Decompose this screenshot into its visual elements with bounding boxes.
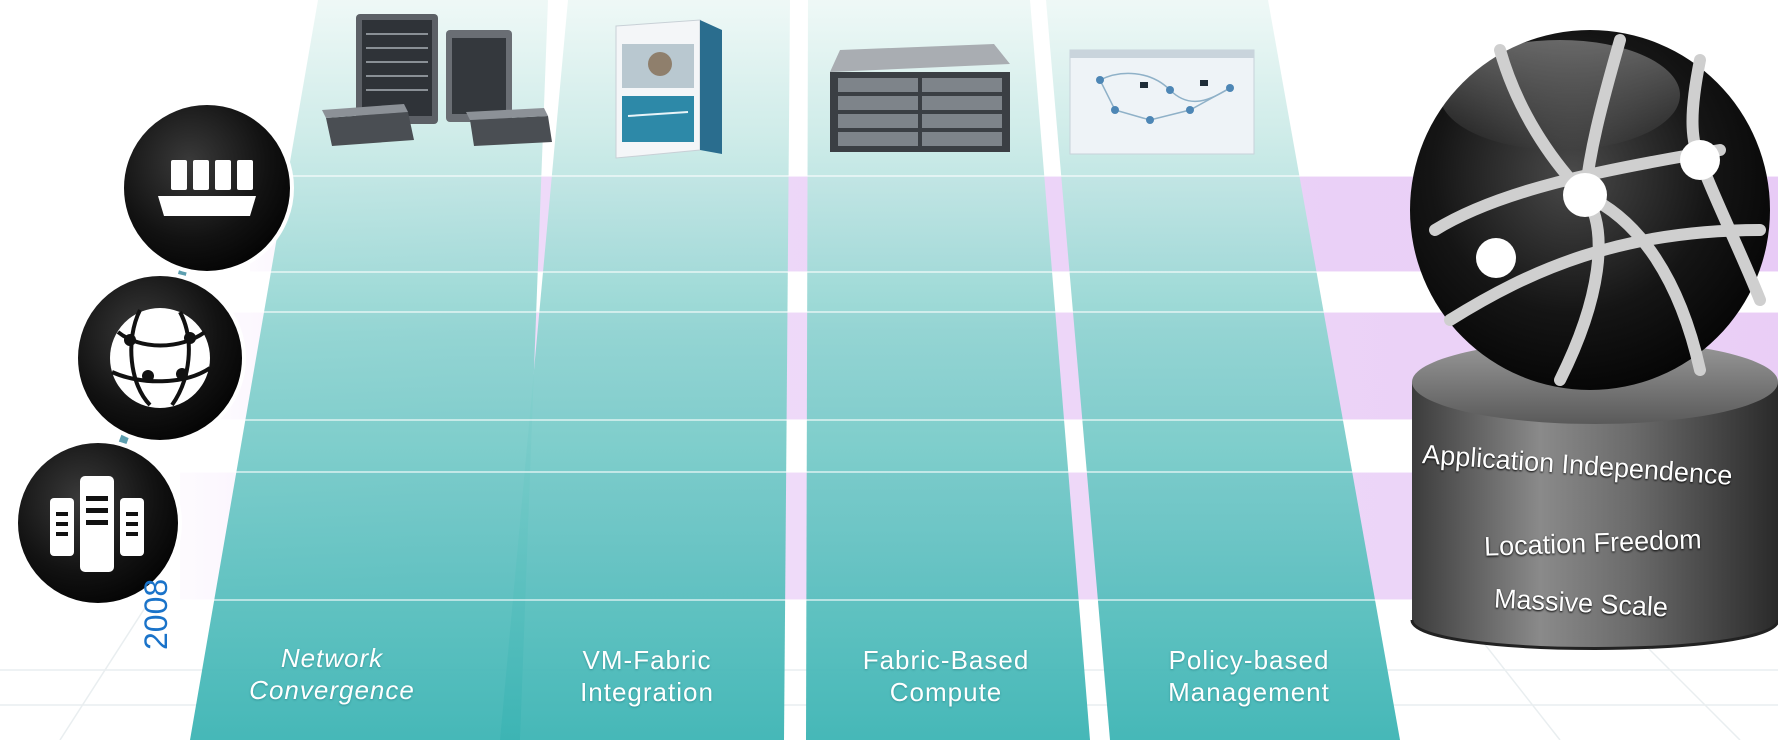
pillar-label-line2: Compute <box>889 677 1003 707</box>
pillars <box>190 0 1400 740</box>
year-label: 2008 <box>138 578 174 650</box>
pillar-label-fabric-based-compute: Fabric-Based Compute <box>826 644 1066 708</box>
pillar-label-policy-based-management: Policy-based Management <box>1124 644 1374 708</box>
pillar-fabric-based-compute <box>806 0 1090 740</box>
server-chassis-icon <box>120 101 294 275</box>
pillar-label-line1: Network <box>280 643 384 673</box>
pillar-label-line2: Convergence <box>249 675 415 705</box>
globe-cloud-icon <box>1410 30 1770 390</box>
globe-network-icon <box>74 272 246 444</box>
pillar-label-line2: Integration <box>580 677 714 707</box>
pillar-label-line2: Management <box>1168 677 1330 707</box>
pillar-label-line1: VM-Fabric <box>582 645 712 675</box>
pillar-label-line1: Fabric-Based <box>862 645 1030 675</box>
server-cluster-icon <box>14 439 182 607</box>
software-box-image <box>615 19 722 159</box>
pillar-network-convergence <box>190 0 548 740</box>
blade-chassis-image <box>830 44 1010 152</box>
switch-hardware-image <box>322 14 552 146</box>
pillar-label-network-convergence: Network Convergence <box>222 642 442 706</box>
management-screenshot-image <box>1069 49 1255 155</box>
pillar-label-vm-fabric-integration: VM-Fabric Integration <box>532 644 762 708</box>
pillar-label-line1: Policy-based <box>1168 645 1330 675</box>
pillar-policy-based-management <box>1046 0 1400 740</box>
pillar-vm-fabric-integration <box>500 0 790 740</box>
